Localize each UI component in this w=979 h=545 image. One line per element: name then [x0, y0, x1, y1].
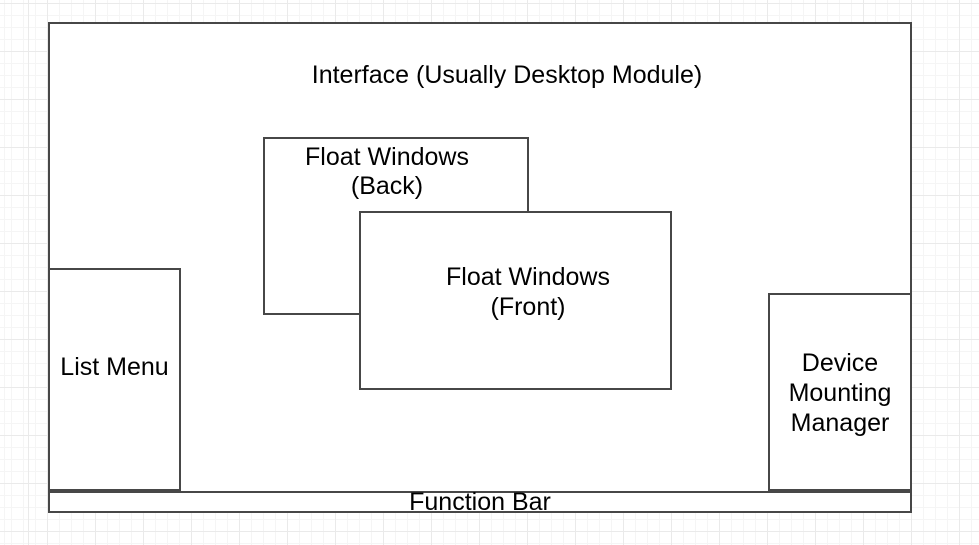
function-bar-label: Function Bar — [409, 488, 551, 516]
float-windows-back-label-line1: Float Windows — [305, 143, 469, 171]
float-windows-back-label-line2: (Back) — [350, 172, 424, 200]
float-windows-back-label: Float Windows (Back) — [237, 143, 537, 201]
float-windows-front-label-line1: Float Windows — [446, 263, 610, 291]
float-windows-front-label: Float Windows (Front) — [378, 262, 678, 322]
list-menu-label: List Menu — [60, 353, 169, 381]
device-mounting-manager-label: Device Mounting Manager — [768, 348, 912, 438]
device-mounting-manager-label-line2: Mounting — [788, 379, 892, 407]
device-mounting-manager-box[interactable] — [768, 293, 912, 491]
device-mounting-manager-label-line1: Device — [801, 349, 879, 377]
interface-box-label: Interface (Usually Desktop Module) — [311, 61, 703, 89]
float-windows-front-label-line2: (Front) — [490, 293, 566, 321]
list-menu-box[interactable] — [48, 268, 181, 491]
device-mounting-manager-label-line3: Manager — [790, 409, 890, 437]
float-windows-front-box[interactable] — [359, 211, 672, 390]
function-bar-box[interactable] — [48, 491, 912, 513]
